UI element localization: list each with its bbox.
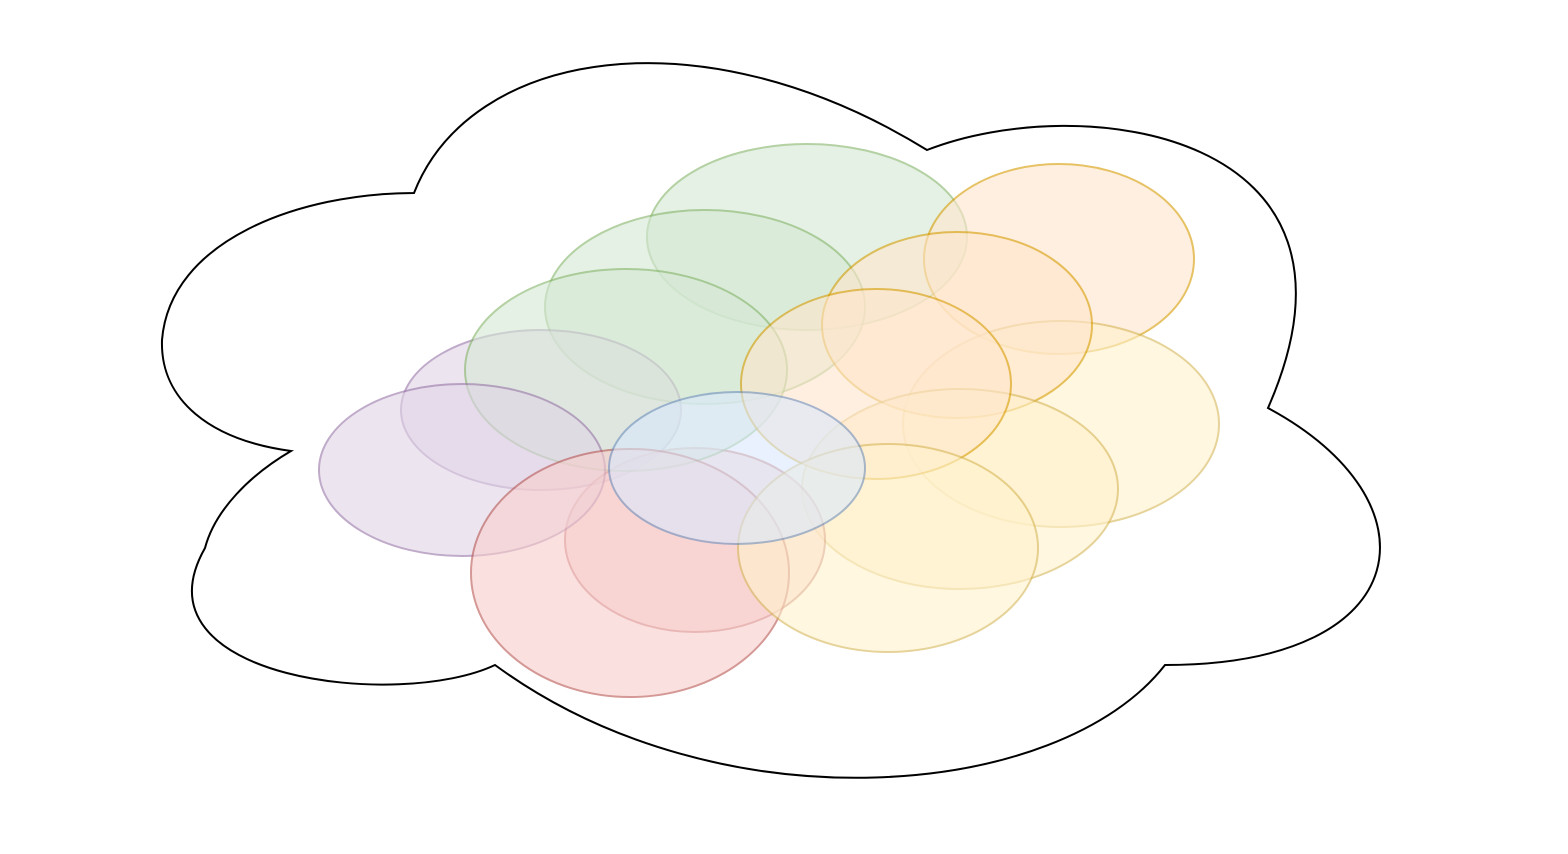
blue-ellipse-1: [608, 391, 866, 545]
overlapping-ellipses: [318, 143, 1220, 698]
